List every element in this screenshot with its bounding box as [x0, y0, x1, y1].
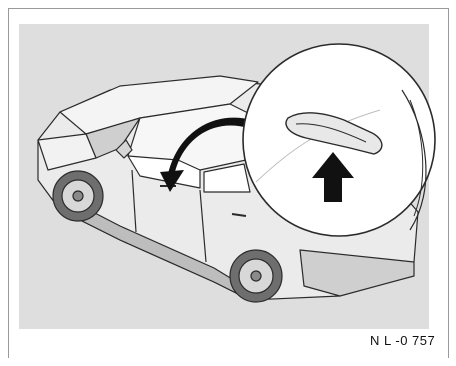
door-handle-press-icon	[243, 44, 435, 236]
figure-code-label: N L -0 757	[370, 333, 435, 348]
